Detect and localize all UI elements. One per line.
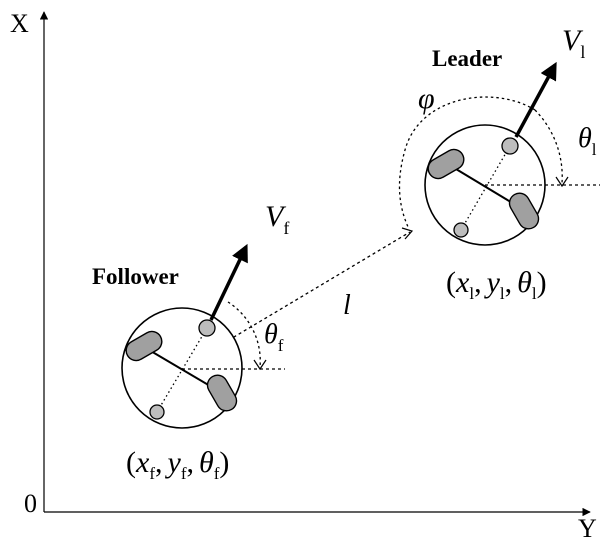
follower-heading-arc — [227, 301, 261, 368]
leader-wheel-right — [508, 192, 540, 230]
leader-pose-label: (xl,yl,θl) — [446, 266, 547, 303]
origin-label: 0 — [24, 489, 37, 518]
follower-velocity-arrow — [209, 243, 248, 321]
follower-pose-label: (xf,yf,θf) — [126, 446, 229, 483]
leader-caster-back — [453, 222, 469, 238]
follower-velocity-label: Vf — [265, 200, 289, 238]
leader-heading-arc — [534, 109, 563, 184]
leader-velocity-arrow — [514, 61, 557, 138]
leader-heading-label: θl — [578, 123, 597, 159]
follower-title: Follower — [92, 264, 179, 289]
leader-heading-arc-arrowhead — [555, 176, 569, 188]
leader-center-line — [460, 145, 511, 231]
y-axis-label: Y — [578, 514, 597, 541]
bearing-label: φ — [418, 82, 435, 115]
distance-line-arrowhead — [401, 227, 414, 240]
distance-label: l — [343, 290, 351, 321]
leader-wheel-left — [427, 148, 465, 180]
follower-heading-arc-arrowhead — [253, 359, 267, 371]
leader-title: Leader — [432, 46, 502, 71]
leader-caster-front — [501, 137, 519, 155]
follower-heading-label: θf — [264, 319, 284, 355]
follower-wheel-right — [206, 374, 238, 412]
follower-wheel-left — [125, 330, 163, 362]
follower-caster-front — [198, 319, 216, 337]
leader-robot — [398, 61, 600, 246]
follower-robot — [121, 243, 285, 429]
bearing-arc — [398, 96, 536, 230]
leader-velocity-label: Vl — [562, 24, 585, 62]
follower-caster-back — [149, 404, 165, 420]
follower-center-line — [156, 327, 208, 413]
x-axis-label: X — [10, 9, 29, 38]
